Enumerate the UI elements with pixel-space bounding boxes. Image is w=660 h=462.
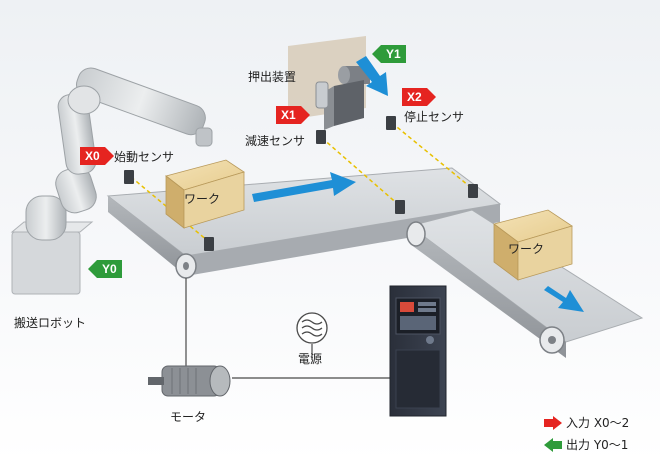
stop-sensor	[386, 116, 478, 198]
x1-input-tag: X1	[276, 106, 310, 124]
start-sensor-label: 始動センサ	[114, 150, 175, 164]
x0-tag-text: X0	[80, 147, 105, 165]
input-arrowhead-icon	[553, 415, 562, 430]
x0-input-tag: X0	[80, 147, 114, 165]
discharge-flow-arrow	[544, 286, 584, 312]
slow-sensor	[316, 130, 405, 214]
legend-output: 出力 Y0～1	[544, 436, 628, 453]
y0-tag-text: Y0	[97, 260, 122, 278]
main-flow-arrow	[252, 172, 356, 202]
stop-sensor-label: 停止センサ	[404, 110, 465, 124]
x1-tag-text: X1	[276, 106, 301, 124]
x2-input-tag: X2	[402, 88, 436, 106]
work-box-1	[165, 159, 245, 229]
motor	[148, 365, 231, 397]
input-arrow-icon	[544, 418, 553, 427]
x2-tag-text: X2	[402, 88, 427, 106]
motor-label: モータ	[170, 410, 207, 424]
work-2-label: ワーク	[508, 242, 545, 256]
robot-label: 搬送ロボット	[14, 316, 87, 330]
work-box-2	[493, 209, 573, 281]
slow-sensor-label: 減速センサ	[245, 134, 306, 148]
output-arrowhead-icon	[544, 437, 553, 452]
legend-output-text: 出力 Y0～1	[566, 438, 629, 452]
stop-sensor-beam	[391, 122, 475, 191]
y0-output-tag: Y0	[88, 260, 122, 278]
work-1-label: ワーク	[184, 192, 221, 206]
y1-output-tag: Y1	[372, 45, 406, 63]
start-sensor	[124, 170, 214, 251]
power-label: 電源	[298, 352, 323, 366]
legend-input: 入力 X0～2	[544, 414, 629, 431]
pusher-flow-arrow	[356, 56, 388, 96]
pusher-device	[315, 66, 370, 130]
pusher-label: 押出装置	[248, 70, 297, 84]
y1-tag-text: Y1	[381, 45, 406, 63]
slow-sensor-beam	[321, 137, 401, 207]
power-source-symbol	[296, 312, 328, 344]
output-arrow-icon	[553, 440, 562, 449]
control-panel	[389, 285, 447, 417]
legend-input-text: 入力 X0～2	[566, 416, 630, 430]
